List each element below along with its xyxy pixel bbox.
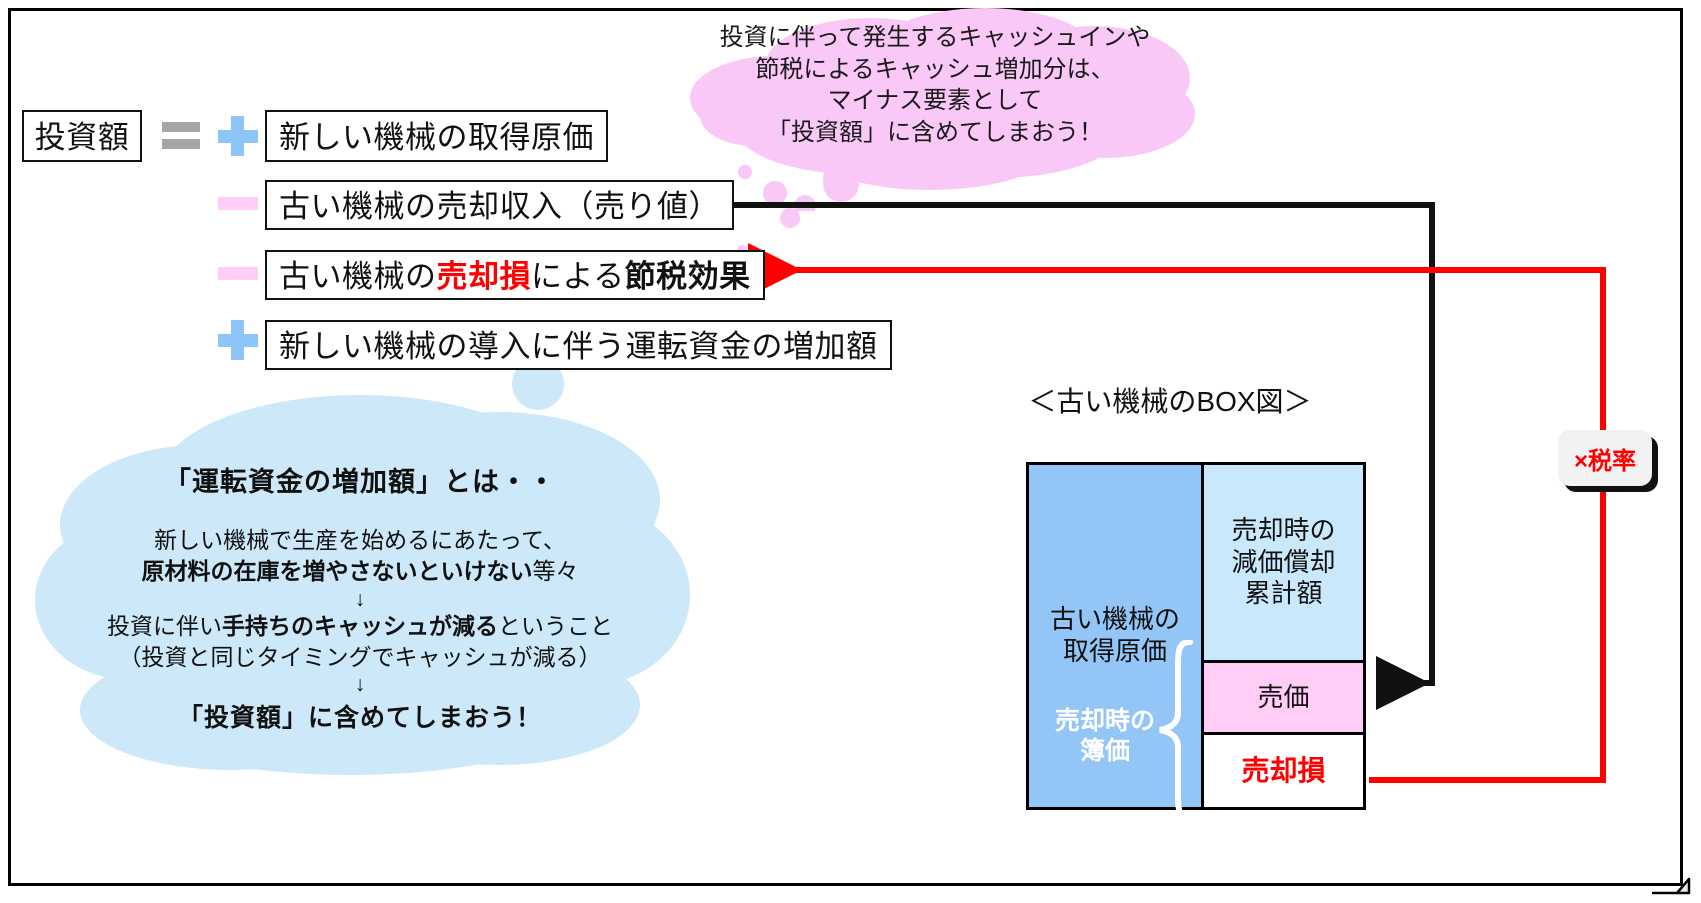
formula-row-new-machine-cost: 新しい機械の取得原価 bbox=[265, 110, 608, 162]
box-cell-accumulated-depreciation-label: 売却時の 減価償却 累計額 bbox=[1231, 514, 1336, 609]
row3-text-loss: 売却損 bbox=[436, 258, 531, 294]
page-corner-fold-icon bbox=[1651, 877, 1691, 895]
plus-icon-row1 bbox=[218, 116, 258, 156]
plus-icon-row4 bbox=[218, 320, 258, 360]
row3-text-mid: による bbox=[531, 258, 625, 294]
row3-text-effect: 節税効果 bbox=[624, 258, 751, 294]
tax-rate-tag-label: ×税率 bbox=[1573, 447, 1636, 475]
box-cell-sale-price: 売価 bbox=[1204, 663, 1363, 735]
minus-icon-row2 bbox=[218, 197, 258, 210]
equals-icon bbox=[162, 122, 200, 152]
box-cell-sale-price-label: 売価 bbox=[1257, 681, 1310, 712]
box-cell-acquisition-cost: 古い機械の 取得原価 bbox=[1029, 465, 1204, 807]
box-cell-acquisition-cost-label: 古い機械の 取得原価 bbox=[1049, 604, 1180, 666]
old-machine-box-figure: 古い機械の 取得原価 売却時の 減価償却 累計額 売価 売却損 bbox=[1026, 462, 1366, 810]
row3-text-pre: 古い機械の bbox=[279, 258, 437, 294]
formula-row-working-capital-increase: 新しい機械の導入に伴う運転資金の増加額 bbox=[265, 320, 892, 370]
box-cell-loss-on-sale: 売却損 bbox=[1204, 735, 1363, 807]
blue-thought-cloud bbox=[35, 360, 690, 775]
pink-thought-cloud bbox=[690, 8, 1195, 211]
formula-row-old-machine-proceeds: 古い機械の売却収入（売り値） bbox=[265, 180, 734, 230]
box-cell-loss-on-sale-label: 売却損 bbox=[1241, 754, 1326, 786]
box-cell-accumulated-depreciation: 売却時の 減価償却 累計額 bbox=[1204, 465, 1363, 663]
investment-amount-box: 投資額 bbox=[22, 110, 142, 162]
box-figure-title: ＜古い機械のBOX図＞ bbox=[1028, 386, 1312, 417]
minus-icon-row3 bbox=[218, 267, 258, 280]
formula-row-tax-saving-effect: 古い機械の売却損による節税効果 bbox=[265, 250, 765, 300]
tax-rate-tag: ×税率 bbox=[1558, 430, 1652, 486]
